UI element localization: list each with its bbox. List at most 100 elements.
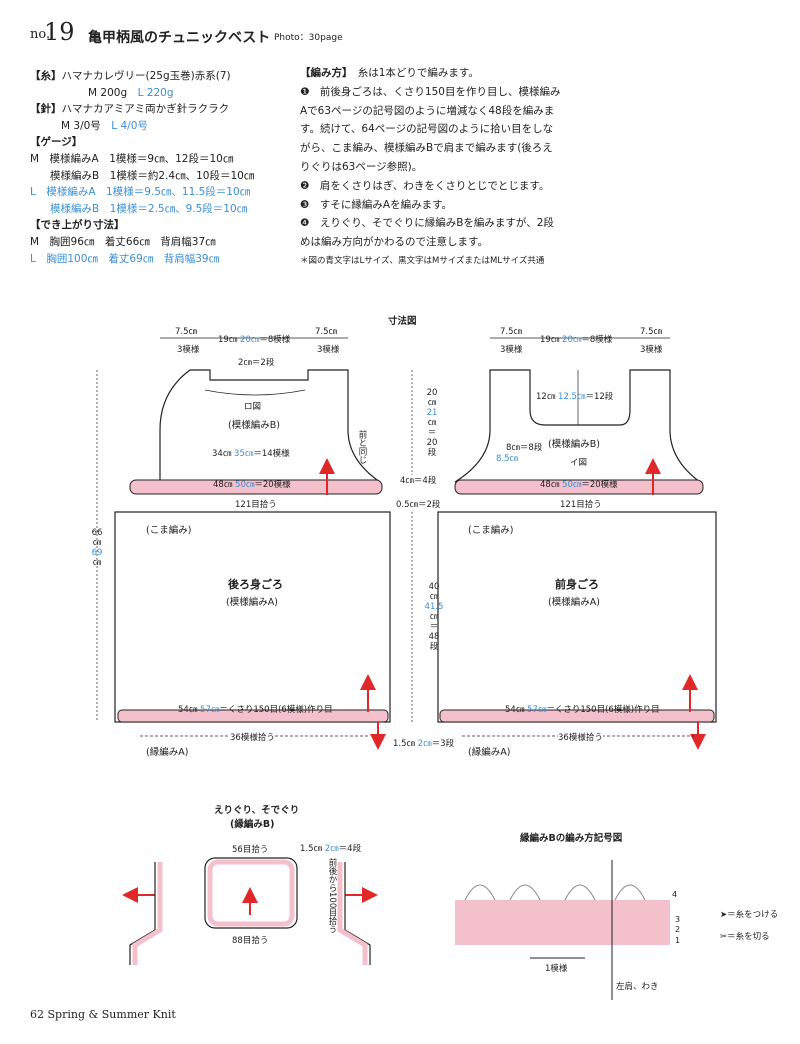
- stitch-chart: [455, 860, 670, 1000]
- stitch-chart-arches: [464, 884, 646, 901]
- issue-number: 19: [44, 18, 75, 46]
- attach-yarn-icon: ➤: [720, 910, 728, 920]
- yarn-label: 【糸】: [30, 70, 62, 82]
- yarn-name: ハマナカレヴリー(25g玉巻)赤系(7): [61, 70, 231, 82]
- front-hem-band: [439, 709, 715, 723]
- neck-detail-neckline: [204, 857, 298, 929]
- band-depth-label: 4㎝＝4段: [400, 476, 437, 486]
- step-number-1: ❶: [300, 85, 310, 98]
- neck-detail-right-armhole: [344, 862, 371, 965]
- neck-pick-56: 56目拾う: [232, 845, 269, 855]
- step-4-line-b: めは編み方向がかわるので注意します。: [300, 236, 488, 249]
- method-intro: 糸は1本どりで編みます。: [357, 67, 479, 79]
- back-neck-bracket: [204, 389, 306, 396]
- chart-row-1: 1: [675, 936, 680, 945]
- front-shoulder-left-mods: 3模様: [500, 345, 523, 355]
- neck-detail-neck-band: [207, 859, 295, 927]
- size-l: L 胸囲100㎝ 着丈69㎝ 背肩幅39㎝: [30, 252, 220, 265]
- edge-depth-label: 0.5㎝＝2段: [396, 500, 441, 510]
- back-body-pattern: (模様編みA): [226, 597, 278, 608]
- color-note: ＊図の青文字はLサイズ、黒文字はMサイズまたはMLサイズ共通: [300, 255, 545, 266]
- front-shoulder-right-mods: 3模様: [640, 345, 663, 355]
- neck-detail-title: えりぐり、そでぐり: [214, 805, 300, 816]
- step-3: すそに縁編みAを編みます。: [319, 198, 453, 211]
- step-1-line-a: 前後身ごろは、くさり150目を作り目し、模様編み: [319, 85, 561, 98]
- gauge-l-b: 模様編みB 1模様＝2.5㎝、9.5段＝10㎝: [50, 202, 248, 215]
- cut-yarn-icon: ✂: [720, 932, 728, 942]
- back-armhole-width: 34㎝ 35㎝＝14模様: [212, 449, 290, 459]
- back-yoke-pattern: (模様編みB): [228, 420, 280, 431]
- back-yoke-width: 48㎝ 50㎝＝20模様: [213, 480, 291, 490]
- stitch-chart-title: 縁編みBの編み方記号図: [520, 833, 623, 844]
- method-label: 【編み方】: [300, 67, 348, 79]
- legend-cut-yarn: ✂＝糸を切る: [720, 932, 770, 942]
- back-edge-a: (縁編みA): [146, 747, 189, 758]
- size-label: 【でき上がり寸法】: [30, 219, 125, 232]
- back-hem-pick: 36模様拾う: [230, 731, 275, 743]
- yarn-amount-m: M 200g: [88, 86, 128, 99]
- back-yoke-band: [129, 479, 383, 495]
- step-number-2: ❷: [300, 179, 310, 192]
- back-shoulder-left-mods: 3模様: [177, 345, 200, 355]
- diagram-title: 寸法図: [388, 316, 417, 327]
- back-shoulder-right: 7.5㎝: [315, 327, 338, 337]
- hook-size-l: L 4/0号: [111, 119, 148, 132]
- issue-prefix: no.: [30, 27, 51, 42]
- legend-attach-yarn: ➤＝糸をつける: [720, 910, 779, 920]
- step-2: 肩をくさりはぎ、わきをくさりとじでとじます。: [319, 179, 550, 192]
- back-mid-width: 19㎝ 20㎝＝8模様: [218, 335, 291, 345]
- size-m: M 胸囲96㎝ 着丈66㎝ 背肩幅37㎝: [30, 235, 216, 248]
- gauge-label: 【ゲージ】: [30, 136, 83, 149]
- step-1-line-e: りぐりは63ページ参照)。: [300, 160, 423, 173]
- neck-detail-left-band: [132, 862, 163, 965]
- pattern-title: 亀甲柄風のチュニックベスト: [88, 30, 271, 46]
- front-pick-stitches: 121目拾う: [560, 500, 602, 510]
- neck-detail-right-band: [337, 862, 368, 965]
- step-number-4: ❹: [300, 217, 310, 230]
- front-yoke-outline: [454, 369, 701, 483]
- hook-name: ハマナカアミアミ両かぎ針ラクラク: [61, 103, 230, 116]
- materials-block: 【糸】ハマナカレヴリー(25g玉巻)赤系(7) M 200g L 220g 【針…: [30, 68, 254, 267]
- step-1-line-c: す。続けて、64ページの記号図のように拾い目をしな: [300, 123, 554, 136]
- back-single-crochet: (こま編み): [146, 525, 192, 536]
- front-body-pattern: (模様編みA): [548, 597, 600, 608]
- chart-row-2: 2: [675, 925, 680, 934]
- front-edge-a: (縁編みA): [468, 747, 511, 758]
- neck-detail-subtitle: (縁編みB): [230, 819, 275, 830]
- same-as-front-note: 前と同じ: [357, 430, 367, 464]
- step-4-line-a: えりぐり、そでぐりに縁編みBを編みますが、2段: [319, 217, 554, 230]
- page-footer: 62 Spring & Summer Knit: [30, 1008, 176, 1021]
- step-number-3: ❸: [300, 198, 310, 211]
- hem-edge-depth: 1.5㎝ 2㎝＝3段: [393, 739, 455, 749]
- back-neck-depth: 2㎝＝2段: [238, 358, 275, 368]
- gauge-l-a: L 模様編みA 1模様＝9.5㎝、11.5段＝10㎝: [30, 186, 251, 199]
- front-shoulder-left: 7.5㎝: [500, 327, 523, 337]
- back-shoulder-left: 7.5㎝: [175, 327, 198, 337]
- front-single-crochet: (こま編み): [468, 525, 514, 536]
- armhole-pick-100: 前後から100目拾う: [327, 858, 337, 934]
- back-hem-width: 54㎝ 57㎝＝くさり150目(6模様)作り目: [178, 705, 333, 715]
- ro-figure-label: ロ図: [244, 402, 262, 412]
- step-1-line-d: がら、こま編み、模様編みBで肩まで編みます(後ろえ: [300, 142, 553, 155]
- front-side-depth: 8㎝＝8段: [506, 443, 543, 453]
- i-figure-label: イ図: [570, 458, 588, 468]
- book-title: Spring & Summer Knit: [47, 1008, 176, 1021]
- yarn-amount-l: L 220g: [137, 86, 174, 99]
- hook-label: 【針】: [30, 103, 62, 116]
- front-yoke-width: 48㎝ 50㎝＝20模様: [540, 480, 618, 490]
- neck-pick-88: 88目拾う: [232, 936, 269, 946]
- stitch-chart-repeat: 1模様: [545, 964, 568, 974]
- stitch-chart-pink-area: [455, 900, 670, 945]
- hook-size-m: M 3/0号: [61, 119, 101, 132]
- chart-row-4: 4: [672, 890, 677, 899]
- front-mid-width: 19㎝ 20㎝＝8模様: [540, 335, 613, 345]
- gauge-m-b: 模様編みB 1模様＝約2.4㎝、10段＝10㎝: [50, 169, 255, 182]
- front-yoke-band: [454, 479, 704, 495]
- back-body-outline: [114, 511, 391, 723]
- chart-row-3: 3: [675, 915, 680, 924]
- front-shoulder-right: 7.5㎝: [640, 327, 663, 337]
- page-number: 62: [30, 1008, 44, 1021]
